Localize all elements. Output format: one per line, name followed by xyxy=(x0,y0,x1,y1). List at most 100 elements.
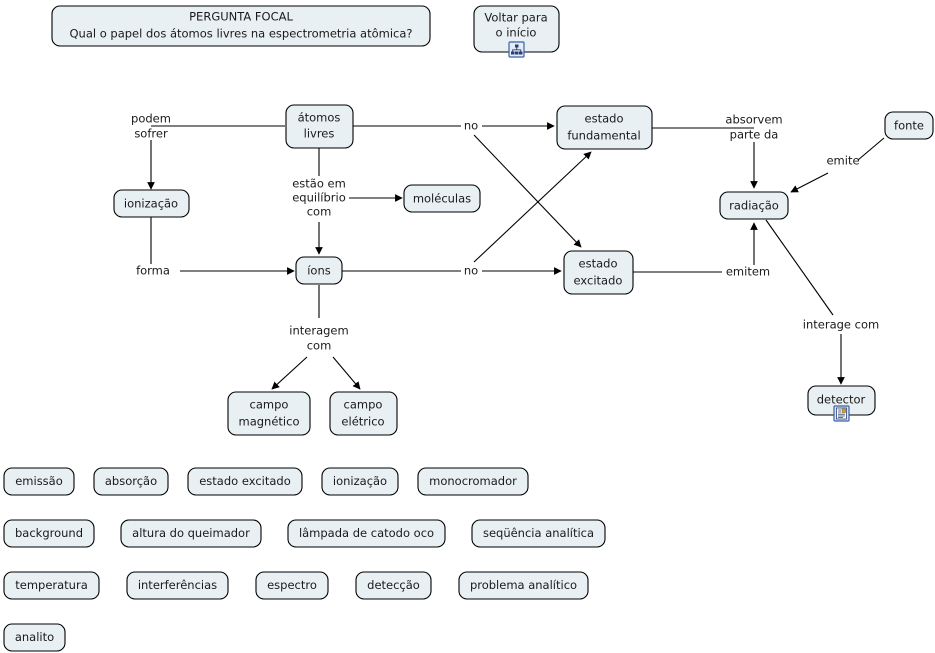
unlinked-concepts-row-4: analito xyxy=(3,623,66,652)
home-button-label-line2: o início xyxy=(496,26,537,40)
focus-question-title: PERGUNTA FOCAL xyxy=(189,10,293,24)
node-ionizacao-label: ionização xyxy=(124,197,178,211)
unlinked-concept-rect[interactable] xyxy=(187,467,303,496)
node-atomos-livres-line1: átomos xyxy=(298,111,341,125)
unlinked-concept-box[interactable]: estado excitado xyxy=(187,467,303,496)
node-detector-label: detector xyxy=(817,393,866,407)
edge-no-bottom-excitado: no xyxy=(341,264,562,278)
node-estado-excitado[interactable]: estado excitado xyxy=(563,250,634,295)
unlinked-concept-rect[interactable] xyxy=(287,519,446,548)
unlinked-concept-box[interactable]: lâmpada de catodo oco xyxy=(287,519,446,548)
node-moleculas-label: moléculas xyxy=(413,192,471,206)
unlinked-concept-box[interactable]: ionização xyxy=(321,467,399,496)
unlinked-concept-box[interactable]: seqüência analítica xyxy=(471,519,606,548)
unlinked-concept-label: interferências xyxy=(138,578,217,592)
focus-question-box[interactable]: PERGUNTA FOCAL Qual o papel dos átomos l… xyxy=(51,5,431,47)
node-ionizacao[interactable]: ionização xyxy=(113,189,190,218)
link-label-interagem-1: interagem xyxy=(289,324,348,338)
edge-emitem: emitem xyxy=(633,222,770,279)
unlinked-concept-box[interactable]: problema analítico xyxy=(458,571,589,600)
unlinked-concept-box[interactable]: monocromador xyxy=(417,467,529,496)
node-ions-label: íons xyxy=(307,264,331,278)
link-label-podem-sofrer-1: podem xyxy=(131,112,171,126)
link-label-no-top: no xyxy=(464,119,478,133)
unlinked-concept-rect[interactable] xyxy=(255,571,329,600)
unlinked-concept-label: problema analítico xyxy=(470,578,577,592)
unlinked-concept-label: lâmpada de catodo oco xyxy=(299,526,434,540)
unlinked-concept-label: analito xyxy=(15,630,54,644)
link-label-podem-sofrer-2: sofrer xyxy=(134,127,168,141)
link-label-absorvem-1: absorvem xyxy=(725,113,782,127)
edge-forma: forma xyxy=(136,217,295,278)
node-estado-excitado-line2: excitado xyxy=(574,274,623,288)
node-campo-magnetico-line1: campo xyxy=(250,398,289,412)
node-detector[interactable]: detector xyxy=(807,385,876,416)
node-campo-magnetico[interactable]: campo magnético xyxy=(227,391,311,436)
unlinked-concept-rect[interactable] xyxy=(120,519,262,548)
edge-no-top-fundamental: no xyxy=(353,119,555,133)
node-estado-fundamental-line1: estado xyxy=(585,112,624,126)
link-label-interagem-2: com xyxy=(307,339,332,353)
unlinked-concept-rect[interactable] xyxy=(3,519,95,548)
node-campo-eletrico-line1: campo xyxy=(344,398,383,412)
link-label-equilibrio-2: equilíbrio xyxy=(292,191,346,205)
resource-document-icon[interactable] xyxy=(833,405,850,422)
unlinked-concept-label: estado excitado xyxy=(199,474,291,488)
unlinked-concept-box[interactable]: temperatura xyxy=(3,571,100,600)
node-campo-eletrico[interactable]: campo elétrico xyxy=(329,391,398,436)
unlinked-concepts-row-3: temperatura interferências espectro detecçã… xyxy=(3,571,589,600)
edge-no-top-excitado xyxy=(473,134,582,248)
node-campo-eletrico-line2: elétrico xyxy=(341,415,384,429)
unlinked-concept-rect[interactable] xyxy=(417,467,529,496)
node-estado-fundamental[interactable]: estado fundamental xyxy=(556,105,653,150)
home-button[interactable]: Voltar para o início xyxy=(473,5,560,53)
unlinked-concept-box[interactable]: espectro xyxy=(255,571,329,600)
unlinked-concept-label: seqüência analítica xyxy=(483,526,594,540)
edge-interagem-com: interagem com xyxy=(271,285,361,390)
unlinked-concept-box[interactable]: analito xyxy=(3,623,66,652)
unlinked-concept-rect[interactable] xyxy=(458,571,589,600)
unlinked-concept-box[interactable]: altura do queimador xyxy=(120,519,262,548)
link-label-emite: emite xyxy=(826,154,859,168)
unlinked-concept-rect[interactable] xyxy=(3,467,75,496)
unlinked-concept-rect[interactable] xyxy=(355,571,432,600)
unlinked-concepts-row-2: background altura do queimador lâmpada de … xyxy=(3,519,606,548)
node-estado-excitado-line1: estado xyxy=(579,257,618,271)
unlinked-concept-box[interactable]: emissão xyxy=(3,467,75,496)
node-radiacao-label: radiação xyxy=(729,199,779,213)
unlinked-concept-label: ionização xyxy=(333,474,387,488)
unlinked-concept-box[interactable]: detecção xyxy=(355,571,432,600)
unlinked-concept-label: altura do queimador xyxy=(132,526,250,540)
home-button-label-line1: Voltar para xyxy=(484,11,547,25)
unlinked-concept-rect[interactable] xyxy=(321,467,399,496)
edge-interage-com: interage com xyxy=(765,219,879,385)
link-label-equilibrio-1: estão em xyxy=(292,177,346,191)
unlinked-concept-rect[interactable] xyxy=(3,623,66,652)
unlinked-concept-rect[interactable] xyxy=(93,467,169,496)
link-label-no-bottom: no xyxy=(464,264,478,278)
node-radiacao[interactable]: radiação xyxy=(719,191,789,220)
link-label-emitem: emitem xyxy=(726,265,770,279)
edge-absorvem-parte-da: absorvem parte da xyxy=(652,113,783,189)
unlinked-concept-label: background xyxy=(15,526,83,540)
node-atomos-livres[interactable]: átomos livres xyxy=(285,104,354,149)
concept-map-icon[interactable] xyxy=(508,41,525,58)
link-label-forma: forma xyxy=(136,264,170,278)
link-label-equilibrio-3: com xyxy=(307,205,332,219)
unlinked-concept-rect[interactable] xyxy=(3,571,100,600)
link-label-interage-com: interage com xyxy=(803,318,879,332)
unlinked-concept-box[interactable]: background xyxy=(3,519,95,548)
unlinked-concept-rect[interactable] xyxy=(126,571,229,600)
unlinked-concept-box[interactable]: absorção xyxy=(93,467,169,496)
node-fonte-label: fonte xyxy=(894,119,924,133)
unlinked-concept-box[interactable]: interferências xyxy=(126,571,229,600)
node-estado-fundamental-line2: fundamental xyxy=(567,129,640,143)
unlinked-concept-rect[interactable] xyxy=(471,519,606,548)
unlinked-concept-label: emissão xyxy=(15,474,63,488)
node-moleculas[interactable]: moléculas xyxy=(403,184,481,213)
node-ions[interactable]: íons xyxy=(295,256,343,285)
edge-podem-sofrer: podem sofrer xyxy=(131,112,285,190)
node-atomos-livres-line2: livres xyxy=(304,127,335,141)
node-fonte[interactable]: fonte xyxy=(884,111,934,140)
node-campo-magnetico-line2: magnético xyxy=(239,415,300,429)
